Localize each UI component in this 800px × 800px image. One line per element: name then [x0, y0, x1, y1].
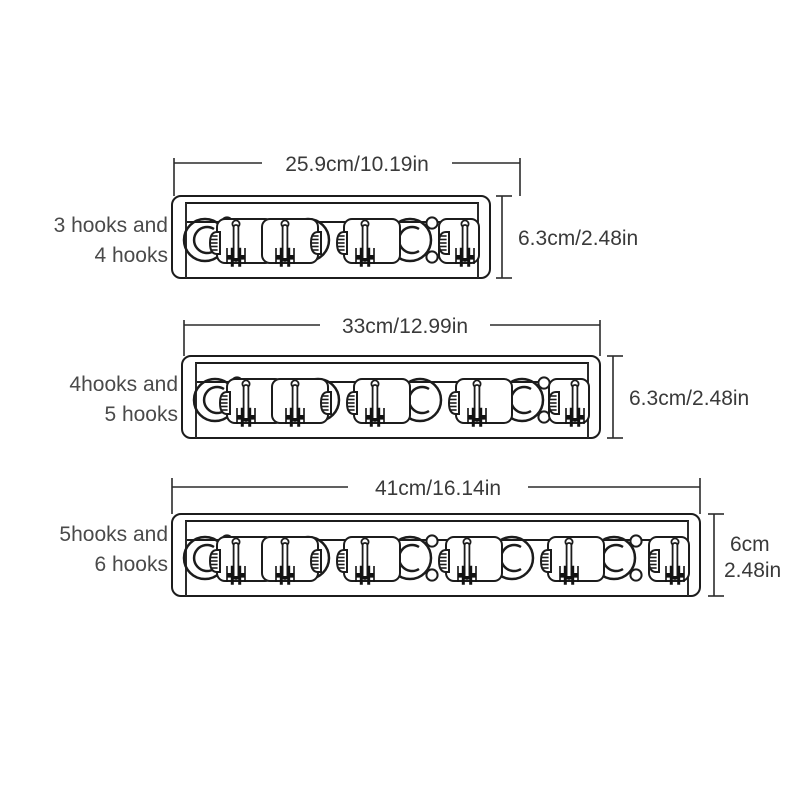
ring-cell	[499, 376, 551, 424]
side-label-small-line1: 3 hooks and	[54, 214, 168, 237]
product-row-small: 3 hooks and 4 hooks 25.9cm/10.19in	[54, 153, 638, 279]
ring-cell	[387, 534, 439, 582]
height-label-large-line2: 2.48in	[724, 559, 781, 582]
hook-cell	[261, 218, 322, 268]
hook-cell	[438, 218, 480, 268]
height-label-medium: 6.3cm/2.48in	[629, 387, 749, 410]
product-row-large: 5hooks and 6 hooks 41cm/16.14in	[59, 477, 781, 597]
ring-cell	[387, 216, 439, 264]
side-label-large-line2: 6 hooks	[94, 553, 168, 576]
hook-cell	[261, 536, 322, 586]
product-row-medium: 4hooks and 5 hooks 33cm/12.99in	[69, 315, 749, 439]
side-label-small-line2: 4 hooks	[94, 244, 168, 267]
hook-cell	[438, 536, 503, 586]
hook-cell	[548, 378, 590, 428]
width-label-large: 41cm/16.14in	[375, 477, 501, 500]
hook-cell-group-small	[209, 218, 480, 268]
hook-cell	[336, 218, 401, 268]
height-label-small: 6.3cm/2.48in	[518, 227, 638, 250]
side-label-medium-line1: 4hooks and	[69, 373, 178, 396]
side-label-large-line1: 5hooks and	[59, 523, 168, 546]
width-label-small: 25.9cm/10.19in	[285, 153, 429, 176]
width-label-medium: 33cm/12.99in	[342, 315, 468, 338]
side-label-medium-line2: 5 hooks	[104, 403, 178, 426]
hook-cell	[540, 536, 605, 586]
hook-cell-group-large	[209, 536, 690, 586]
height-label-large-line1: 6cm	[730, 533, 770, 556]
hook-cell-group-medium	[219, 378, 590, 428]
hook-cell	[336, 536, 401, 586]
hook-cell	[448, 378, 513, 428]
ring-cell	[591, 534, 643, 582]
hook-cell	[346, 378, 411, 428]
hook-cell	[271, 378, 332, 428]
hook-cell	[648, 536, 690, 586]
